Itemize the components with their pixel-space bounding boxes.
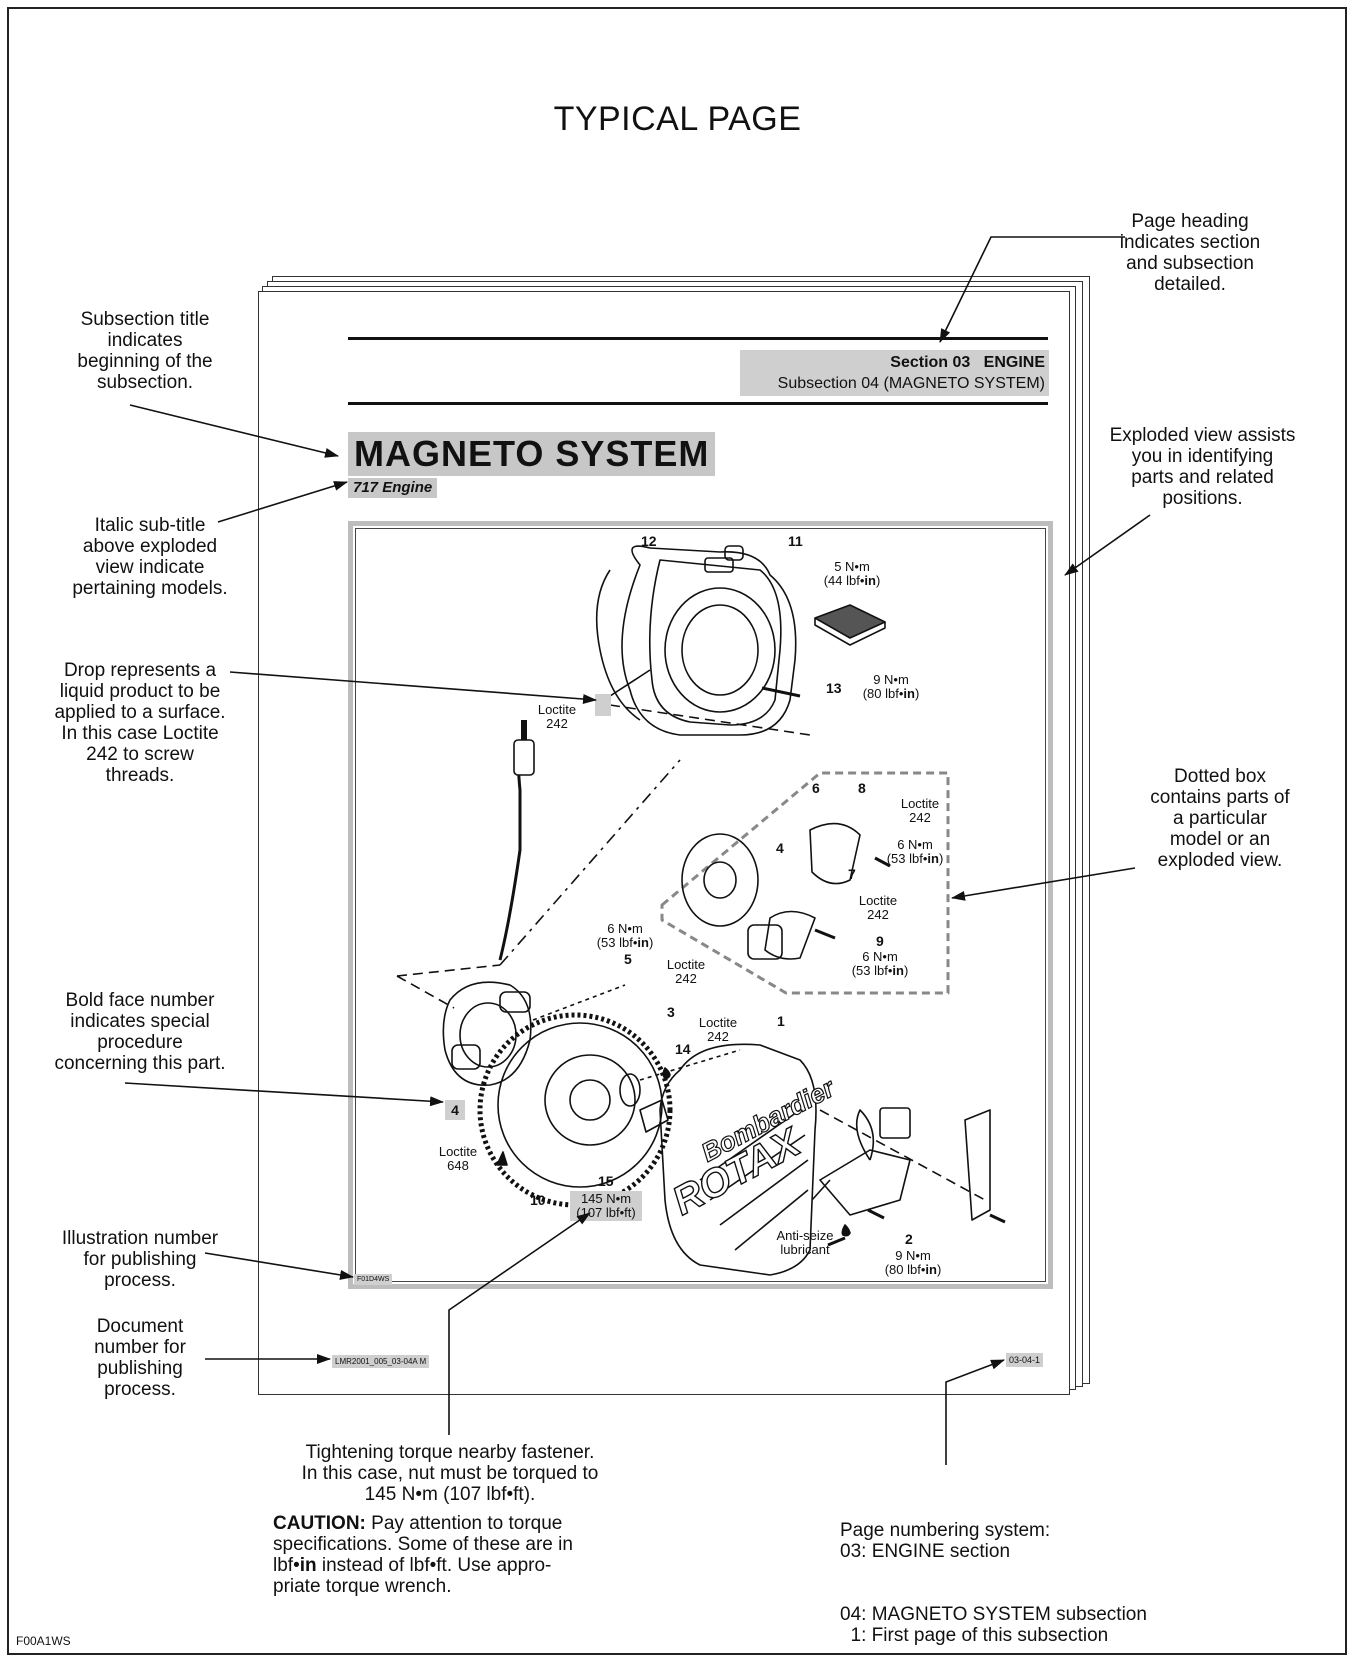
loctite-242-housing: Loctite 242	[537, 702, 577, 731]
arrow-bold-number	[124, 1082, 444, 1107]
loctite-648: Loctite 648	[438, 1144, 478, 1173]
callout-7: 7	[848, 866, 856, 882]
callout-10: 10	[530, 1192, 546, 1208]
torque-9: 6 N•m (53 lbf•in)	[851, 949, 909, 978]
torque-2: 9 N•m (80 lbf•in)	[884, 1248, 942, 1277]
callout-4-box: 4	[776, 840, 784, 856]
callout-6: 6	[812, 780, 820, 796]
torque-8: 6 N•m (53 lbf•in)	[886, 837, 944, 866]
arrow-italic-subtitle	[217, 481, 348, 523]
anti-seize-label: Anti-seize lubricant	[776, 1228, 834, 1257]
callout-3: 3	[667, 1004, 675, 1020]
arrow-exploded-view	[1064, 514, 1151, 576]
note-torque: Tightening torque nearby fastener.In thi…	[301, 1442, 599, 1505]
document-number: LMR2001_005_03-04A M	[332, 1355, 430, 1368]
figure-frame	[7, 7, 1347, 1655]
arrow-drop	[229, 671, 597, 704]
exploded-view-box	[348, 521, 1053, 1289]
italic-subtitle: 717 Engine	[348, 478, 438, 498]
loctite-242-14: Loctite 242	[698, 1015, 738, 1044]
exploded-view-inner-border	[355, 528, 1046, 1282]
page-title: TYPICAL PAGE	[553, 100, 802, 138]
arrow-page-heading	[939, 236, 1125, 343]
callout-14: 14	[675, 1041, 691, 1057]
arrow-torque	[448, 1212, 591, 1435]
loctite-242-8: Loctite 242	[900, 796, 940, 825]
torque-13: 9 N•m (80 lbf•in)	[862, 672, 920, 701]
callout-12: 12	[641, 533, 657, 549]
arrow-illustration-number	[204, 1252, 354, 1280]
callout-9: 9	[876, 933, 884, 949]
caution-note: CAUTION: Pay attention to torque specifi…	[273, 1513, 573, 1597]
torque-5: 6 N•m (53 lbf•in)	[596, 921, 654, 950]
note-page-numbering: Page numbering system:03: ENGINE section…	[840, 1520, 1147, 1646]
section-number: Section 03	[890, 354, 971, 371]
loctite-242-5: Loctite 242	[666, 957, 706, 986]
illustration-number: F01D4WS	[354, 1274, 393, 1285]
subsection-line: Subsection 04 (MAGNETO SYSTEM)	[777, 375, 1045, 392]
arrow-page-number	[945, 1359, 1005, 1465]
callout-1: 1	[777, 1013, 785, 1029]
section-name: ENGINE	[983, 354, 1045, 371]
callout-5: 5	[624, 951, 632, 967]
page-number: 03-04-1	[1006, 1353, 1044, 1367]
caution-label: CAUTION:	[273, 1513, 366, 1534]
header-rule-bottom	[348, 402, 1048, 405]
arrow-subsection-title	[129, 404, 339, 458]
loctite-242-7: Loctite 242	[858, 893, 898, 922]
torque-11: 5 N•m (44 lbf•in)	[823, 559, 881, 588]
header-rule-top	[348, 337, 1048, 340]
subsection-title: MAGNETO SYSTEM	[348, 432, 716, 476]
callout-8: 8	[858, 780, 866, 796]
figure-id: F00A1WS	[16, 1634, 71, 1648]
drop-icon-highlight	[595, 694, 611, 716]
housing-outline	[621, 545, 797, 736]
callout-11: 11	[788, 533, 803, 549]
callout-15: 15	[598, 1173, 614, 1189]
arrow-dotted-box	[951, 867, 1136, 901]
page-heading-box: Section 03 ENGINE Subsection 04 (MAGNETO…	[740, 350, 1049, 396]
callout-2: 2	[905, 1231, 913, 1247]
callout-13: 13	[826, 680, 842, 696]
callout-4-bold: 4	[445, 1100, 465, 1120]
